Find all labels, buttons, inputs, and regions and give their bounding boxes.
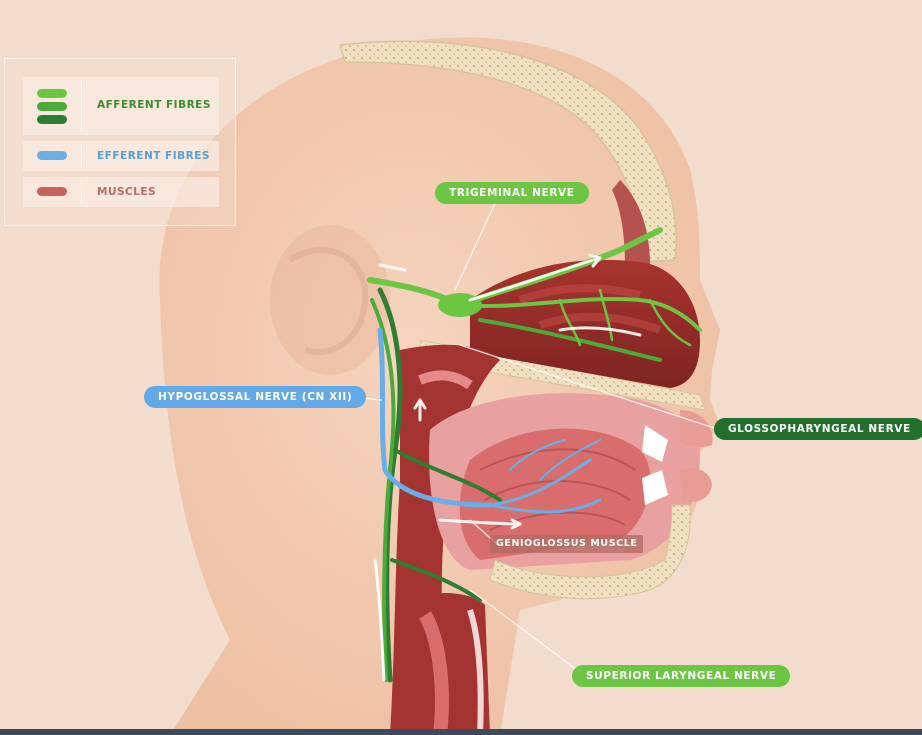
afferent-light-swatch: [37, 89, 67, 98]
legend-label-afferent: AFFERENT FIBRES: [97, 99, 211, 111]
legend-item-afferent: AFFERENT FIBRES: [23, 77, 219, 135]
label-superior-laryngeal-nerve: SUPERIOR LARYNGEAL NERVE: [572, 665, 790, 687]
legend-divider: [81, 181, 82, 203]
muscles-swatch: [37, 187, 67, 196]
label-genioglossus-muscle: GENIOGLOSSUS MUSCLE: [490, 535, 643, 553]
legend-item-muscles: MUSCLES: [23, 177, 219, 207]
afferent-mid-swatch: [37, 102, 67, 111]
label-trigeminal-nerve: TRIGEMINAL NERVE: [435, 182, 589, 204]
trigeminal-ganglion: [438, 293, 482, 317]
legend-label-efferent: EFFERENT FIBRES: [97, 150, 210, 162]
legend-divider: [81, 145, 82, 167]
legend-divider: [81, 81, 82, 131]
legend-item-efferent: EFFERENT FIBRES: [23, 141, 219, 171]
afferent-dark-swatch: [37, 115, 67, 124]
label-hypoglossal-nerve: HYPOGLOSSAL NERVE (CN XII): [144, 386, 366, 408]
legend: AFFERENT FIBRES EFFERENT FIBRES MUSCLES: [4, 58, 236, 226]
bottom-bar: [0, 729, 922, 735]
label-glossopharyngeal-nerve: GLOSSOPHARYNGEAL NERVE: [714, 418, 922, 440]
efferent-swatch: [37, 151, 67, 160]
legend-label-muscles: MUSCLES: [97, 186, 156, 198]
larynx: [410, 593, 490, 735]
